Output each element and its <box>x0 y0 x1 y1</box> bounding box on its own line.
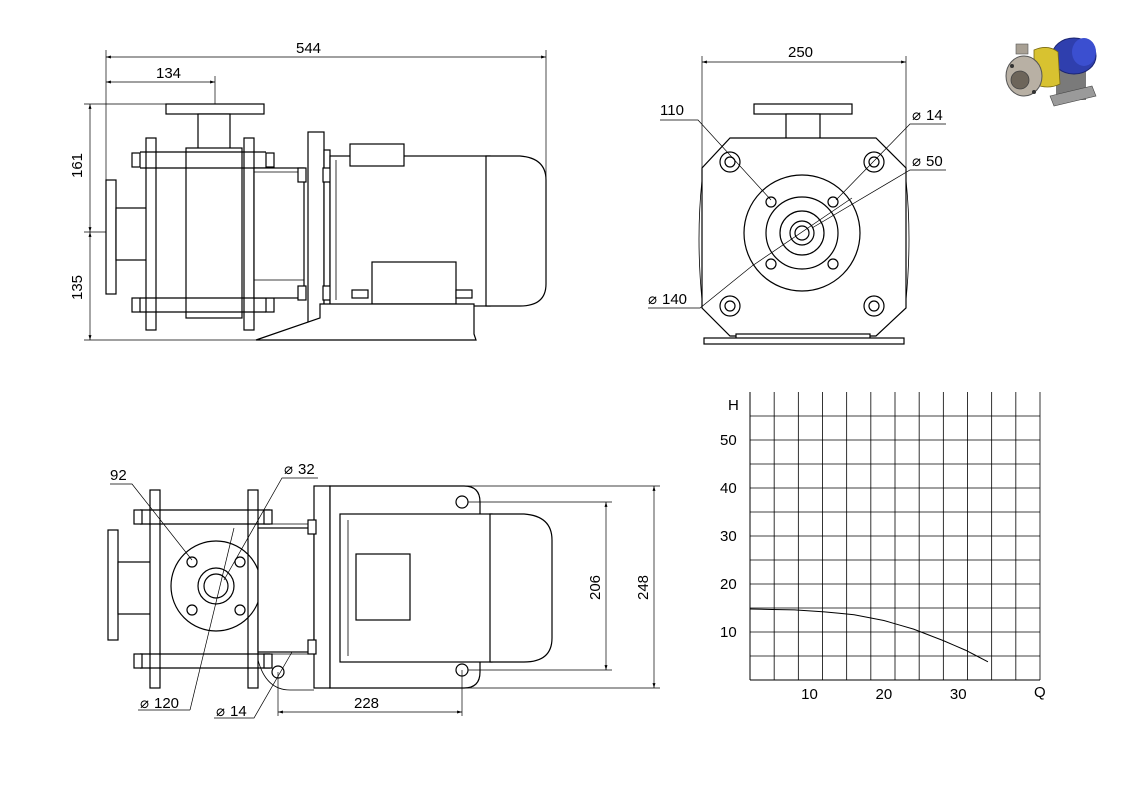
y-tick-label: 40 <box>720 480 737 497</box>
x-tick-label: 10 <box>801 686 818 703</box>
leader-dia140 <box>648 265 753 309</box>
outlet-flange <box>165 103 265 115</box>
leader-top-dia14 <box>214 651 293 719</box>
motor-flange <box>307 131 325 333</box>
x-tick-label: 20 <box>876 686 893 703</box>
chart-x-axis-label: Q <box>1034 684 1046 701</box>
dim-206-label: 206 <box>587 575 604 600</box>
dim-dia140-label: 140 <box>662 291 687 308</box>
corner-bolts <box>719 151 885 317</box>
leader-dia50 <box>811 169 946 229</box>
front-base <box>703 337 905 345</box>
performance-chart: 10 20 30 40 50 10 20 30 H Q <box>720 392 1046 703</box>
chart-ticks: 10 20 30 40 50 10 20 30 <box>720 432 967 703</box>
dim-161-label: 161 <box>69 153 86 178</box>
top-inlet-flange <box>107 529 119 641</box>
dia140-symbol: ⌀ <box>648 291 657 308</box>
nut <box>131 152 141 168</box>
y-tick-label: 20 <box>720 576 737 593</box>
top-front-plate <box>149 489 161 689</box>
leader-dia120 <box>189 527 235 711</box>
pump-3d-thumbnail <box>1005 37 1097 107</box>
base-frame <box>255 303 477 341</box>
nut <box>265 297 275 313</box>
front-plate <box>145 137 157 331</box>
dim-110-label: 110 <box>660 102 684 119</box>
nut <box>131 297 141 313</box>
dim-544-label: 544 <box>296 40 321 57</box>
chart-series <box>749 608 989 663</box>
leader-dia32 <box>223 477 318 581</box>
top-terminal-box <box>355 553 411 621</box>
chart-grid <box>750 392 1041 680</box>
dim-dia32-label: 32 <box>298 461 315 478</box>
side-view: 544 134 161 135 <box>69 40 547 341</box>
top-view: 228 206 248 92 ⌀ 32 ⌀ 120 ⌀ 14 <box>107 461 660 720</box>
pump-casing <box>185 147 243 319</box>
dim-134-label: 134 <box>156 65 181 82</box>
chart-y-axis-label: H <box>728 397 739 414</box>
outlet-neck <box>197 113 231 153</box>
dia120-symbol: ⌀ <box>140 695 149 712</box>
front-view: 250 110 ⌀ 14 ⌀ 50 ⌀ 140 <box>648 44 946 345</box>
dim-92-label: 92 <box>110 467 127 484</box>
terminal-box <box>349 143 405 167</box>
dim-dia120-label: 120 <box>154 695 179 712</box>
top-dia14-symbol: ⌀ <box>216 703 225 720</box>
y-tick-label: 30 <box>720 528 737 545</box>
dim-228-label: 228 <box>354 695 379 712</box>
leader-dia14 <box>835 123 946 201</box>
dim-top-dia14-label: 14 <box>230 703 247 720</box>
front-outlet-flange <box>753 103 853 115</box>
head-curve-series <box>749 608 989 663</box>
top-fan-cover <box>489 513 553 663</box>
chart-axes <box>749 392 1040 681</box>
y-tick-label: 10 <box>720 624 737 641</box>
nut <box>265 152 275 168</box>
motor-fan-cover <box>485 155 547 307</box>
dim-250-label: 250 <box>788 44 813 61</box>
dim-dia14-label: 14 <box>926 107 943 124</box>
rear-plate <box>243 137 255 331</box>
dim-135-label: 135 <box>69 275 86 300</box>
front-plate-outline <box>701 137 907 337</box>
front-flange-circle <box>743 174 861 292</box>
coupling-housing <box>253 167 305 299</box>
top-rear-plate <box>247 489 259 689</box>
dim-248-label: 248 <box>635 575 652 600</box>
y-tick-label: 50 <box>720 432 737 449</box>
x-tick-label: 30 <box>950 686 967 703</box>
inlet-neck <box>115 207 149 261</box>
top-motor-flange <box>313 485 331 689</box>
dia50-symbol: ⌀ <box>912 153 921 170</box>
dim-dia50-label: 50 <box>926 153 943 170</box>
inlet-flange <box>105 179 117 295</box>
dia14-symbol: ⌀ <box>912 107 921 124</box>
leader-92 <box>110 483 193 561</box>
dia32-symbol: ⌀ <box>284 461 293 478</box>
leader-110 <box>660 119 772 201</box>
